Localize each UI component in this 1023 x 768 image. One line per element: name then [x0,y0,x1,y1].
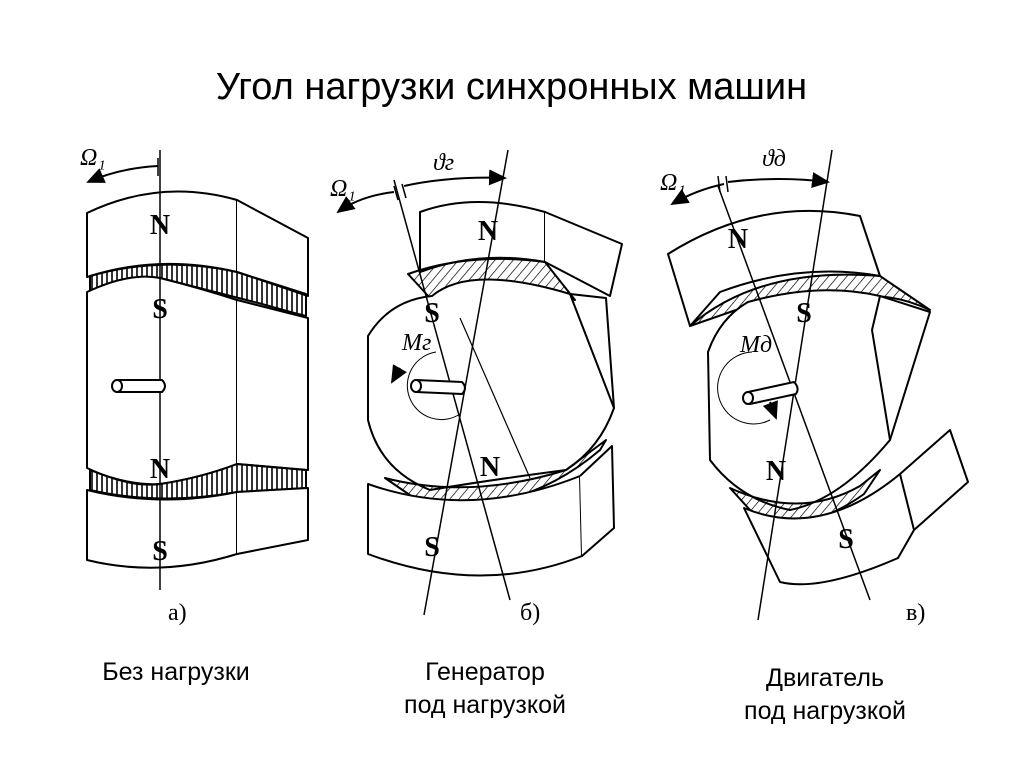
pole-label: N [766,456,786,487]
torque-arc [717,351,771,425]
load-angle-label: ϑд [762,146,786,172]
shaft [747,381,799,405]
caption-line: Без нагрузки [102,658,250,686]
shaft-end [410,379,422,393]
pole-label: S [796,298,812,329]
speed-label: Ω₁ [80,145,106,171]
caption-line: под нагрузкой [404,691,566,719]
load-angle-label: ϑг [433,150,454,176]
pole-label: N [728,224,748,255]
torque-label: Mг [401,330,431,356]
stator-pole-bottom [743,429,969,586]
pole-label: N [478,216,498,247]
air-gap-bottom [89,463,307,500]
page-title: Угол нагрузки синхронных машин [215,66,808,108]
stator-pole-bottom-side [579,445,615,557]
panel-letter: в) [906,600,925,626]
pole-label: S [152,294,168,325]
caption-line: Двигатель [766,664,884,692]
stator-pole-top [667,209,881,327]
panel-letter: б) [520,600,540,626]
shaft [415,379,466,395]
pole-label: N [480,452,500,483]
stator-pole-bottom-side [236,487,309,555]
stator-pole-top-side [544,211,623,297]
torque-label: Mд [739,332,772,358]
rotation-arrow-icon [86,165,159,183]
rotor-side [236,299,309,471]
rotation-arrow-icon [336,191,395,214]
stator-field-axis [423,149,509,616]
pole-label: S [424,298,440,329]
panel-letter: а) [168,600,187,626]
pole-label: N [150,454,170,485]
angle-arrow-icon [403,169,507,187]
panel-a-no-load [86,150,309,590]
speed-label: Ω₁ [330,176,356,202]
shaft-end [111,379,123,393]
shaft [116,379,166,393]
pole-label: S [838,524,854,555]
caption-motor: Двигатель под нагрузкой [700,662,950,728]
caption-no-load: Без нагрузки [66,656,286,689]
speed-label: Ω₁ [660,170,686,196]
panel-b-generator [336,149,623,616]
caption-generator: Генератор под нагрузкой [360,656,610,722]
shaft-end [742,391,754,405]
pole-label: S [152,536,168,567]
rotor-body [367,278,615,491]
torque-arrow-icon [391,364,407,384]
pole-label: S [424,532,440,563]
torque-arc [406,351,461,421]
angle-arrow-icon [727,172,830,188]
torque-arrow-icon [762,400,778,420]
caption-line: под нагрузкой [744,697,906,725]
panel-c-motor [667,149,969,621]
caption-line: Генератор [425,658,545,686]
pole-label: N [150,210,170,241]
